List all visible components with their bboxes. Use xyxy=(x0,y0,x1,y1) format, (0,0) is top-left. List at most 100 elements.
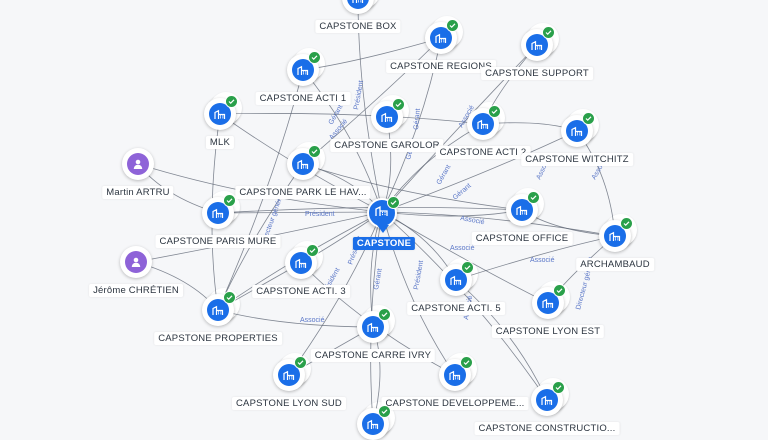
edge-label: Président xyxy=(413,260,425,290)
node-label-capstone-box[interactable]: CAPSTONE BOX xyxy=(315,20,401,33)
verified-check-icon xyxy=(306,244,319,257)
node-capstone-regions[interactable] xyxy=(425,16,463,54)
edge-capstone-regions-capstone-park-le-hav xyxy=(302,37,442,165)
edge-capstone-acti-1 xyxy=(302,69,383,213)
verified-check-icon xyxy=(582,112,595,125)
building-icon xyxy=(445,269,467,291)
node-capstone-garolor[interactable] xyxy=(371,95,409,133)
building-icon xyxy=(444,364,466,386)
node-label-capstone-developpement[interactable]: CAPSTONE DEVELOPPEME... xyxy=(381,397,529,410)
node-label-capstone-regions[interactable]: CAPSTONE REGIONS xyxy=(386,60,496,73)
building-icon xyxy=(207,299,229,321)
node-capstone-office[interactable] xyxy=(506,188,544,226)
verified-check-icon xyxy=(488,105,501,118)
edge-label: Associé xyxy=(460,215,485,226)
verified-check-icon xyxy=(308,51,321,64)
node-capstone-support[interactable] xyxy=(521,23,559,61)
node-label-capstone-lyon-est[interactable]: CAPSTONE LYON EST xyxy=(491,325,605,338)
verified-check-icon xyxy=(223,291,236,304)
edge-label: Associé xyxy=(450,245,475,252)
edge-label: Gérant xyxy=(436,164,453,186)
node-capstone-acti-5[interactable] xyxy=(440,258,478,296)
node-capstone-constructio[interactable] xyxy=(531,378,569,416)
edge-capstone-witchitz xyxy=(381,130,578,213)
edge-label: Gérant xyxy=(413,108,422,130)
building-icon xyxy=(292,153,314,175)
node-archambaud[interactable] xyxy=(599,214,637,252)
building-icon xyxy=(376,106,398,128)
node-mlk[interactable] xyxy=(204,92,242,130)
verified-check-icon xyxy=(446,19,459,32)
verified-check-icon xyxy=(308,145,321,158)
person-icon xyxy=(127,153,149,175)
node-label-capstone-constructio[interactable]: CAPSTONE CONSTRUCTIO... xyxy=(474,422,620,435)
node-capstone-acti-2[interactable] xyxy=(467,102,505,140)
node-label-capstone-acti-3[interactable]: CAPSTONE ACTI. 3 xyxy=(252,285,350,298)
building-icon xyxy=(511,199,533,221)
node-capstone-acti-1[interactable] xyxy=(287,48,325,86)
building-icon xyxy=(472,113,494,135)
edge-capstone-constructio xyxy=(381,211,548,401)
node-label-capstone-garolor[interactable]: CAPSTONE GAROLOR xyxy=(330,139,444,152)
edge-mlk-capstone-acti-2 xyxy=(219,113,484,125)
node-capstone-developpement[interactable] xyxy=(439,353,477,391)
node-capstone-park-le-hav[interactable] xyxy=(287,142,325,180)
node-capstone-paris-mure[interactable] xyxy=(202,191,240,229)
building-icon xyxy=(566,120,588,142)
verified-check-icon xyxy=(552,381,565,394)
verified-check-icon xyxy=(392,98,405,111)
node-label-capstone-park-le-hav[interactable]: CAPSTONE PARK LE HAV... xyxy=(235,186,371,199)
building-icon xyxy=(347,0,369,9)
building-icon xyxy=(362,316,384,338)
node-capstone-lyon-est[interactable] xyxy=(532,281,570,319)
edge-capstone-park-le-hav-capstone-office xyxy=(302,163,523,211)
building-icon xyxy=(604,225,626,247)
node-label-capstone-acti-1[interactable]: CAPSTONE ACTI 1 xyxy=(255,92,351,105)
verified-check-icon xyxy=(460,356,473,369)
node-label-capstone-office[interactable]: CAPSTONE OFFICE xyxy=(471,232,573,245)
node-label-archambaud[interactable]: ARCHAMBAUD xyxy=(576,258,654,271)
node-jerome-chretien[interactable] xyxy=(120,246,152,278)
edge-label: Associé xyxy=(530,257,555,264)
node-label-capstone-witchitz[interactable]: CAPSTONE WITCHITZ xyxy=(521,153,633,166)
verified-check-icon xyxy=(387,196,400,209)
verified-check-icon xyxy=(553,284,566,297)
edge-label: Gérant xyxy=(452,182,473,201)
building-icon xyxy=(207,202,229,224)
verified-check-icon xyxy=(620,217,633,230)
edge-capstone-regions xyxy=(381,37,442,213)
edge-label: Associé xyxy=(300,317,325,324)
node-label-capstone-support[interactable]: CAPSTONE SUPPORT xyxy=(481,67,593,80)
node-label-jerome-chretien[interactable]: Jérôme CHRÉTIEN xyxy=(89,284,183,297)
node-capstone-bottom[interactable] xyxy=(357,402,395,440)
node-capstone-acti-3[interactable] xyxy=(285,241,323,279)
node-label-capstone-properties[interactable]: CAPSTONE PROPERTIES xyxy=(154,332,282,345)
node-label-capstone-paris-mure[interactable]: CAPSTONE PARIS MURE xyxy=(155,235,281,248)
edge-capstone-paris-mure xyxy=(217,211,383,214)
edge-capstone-developpement xyxy=(381,211,456,376)
verified-check-icon xyxy=(542,26,555,39)
verified-check-icon xyxy=(225,95,238,108)
building-icon xyxy=(536,389,558,411)
node-capstone-box[interactable] xyxy=(342,0,380,14)
node-label-martin-artru[interactable]: Martin ARTRU xyxy=(102,186,174,199)
node-label-capstone-acti-5[interactable]: CAPSTONE ACTI. 5 xyxy=(407,302,505,315)
node-label-capstone-acti-2[interactable]: CAPSTONE ACTI 2 xyxy=(435,146,531,159)
node-label-mlk[interactable]: MLK xyxy=(205,136,235,149)
center-node-label[interactable]: CAPSTONE xyxy=(352,237,416,250)
verified-check-icon xyxy=(223,194,236,207)
building-icon xyxy=(209,103,231,125)
node-capstone-witchitz[interactable] xyxy=(561,109,599,147)
building-icon xyxy=(278,364,300,386)
building-icon xyxy=(292,59,314,81)
node-martin-artru[interactable] xyxy=(122,148,154,180)
node-label-capstone-lyon-sud[interactable]: CAPSTONE LYON SUD xyxy=(232,397,346,410)
building-icon xyxy=(537,292,559,314)
node-label-capstone-carre-ivry[interactable]: CAPSTONE CARRE IVRY xyxy=(310,349,436,362)
building-icon xyxy=(526,34,548,56)
verified-check-icon xyxy=(378,308,391,321)
node-capstone-carre-ivry[interactable] xyxy=(357,305,395,343)
center-node-capstone[interactable] xyxy=(367,196,400,233)
node-capstone-properties[interactable] xyxy=(202,288,240,326)
node-capstone-lyon-sud[interactable] xyxy=(273,353,311,391)
